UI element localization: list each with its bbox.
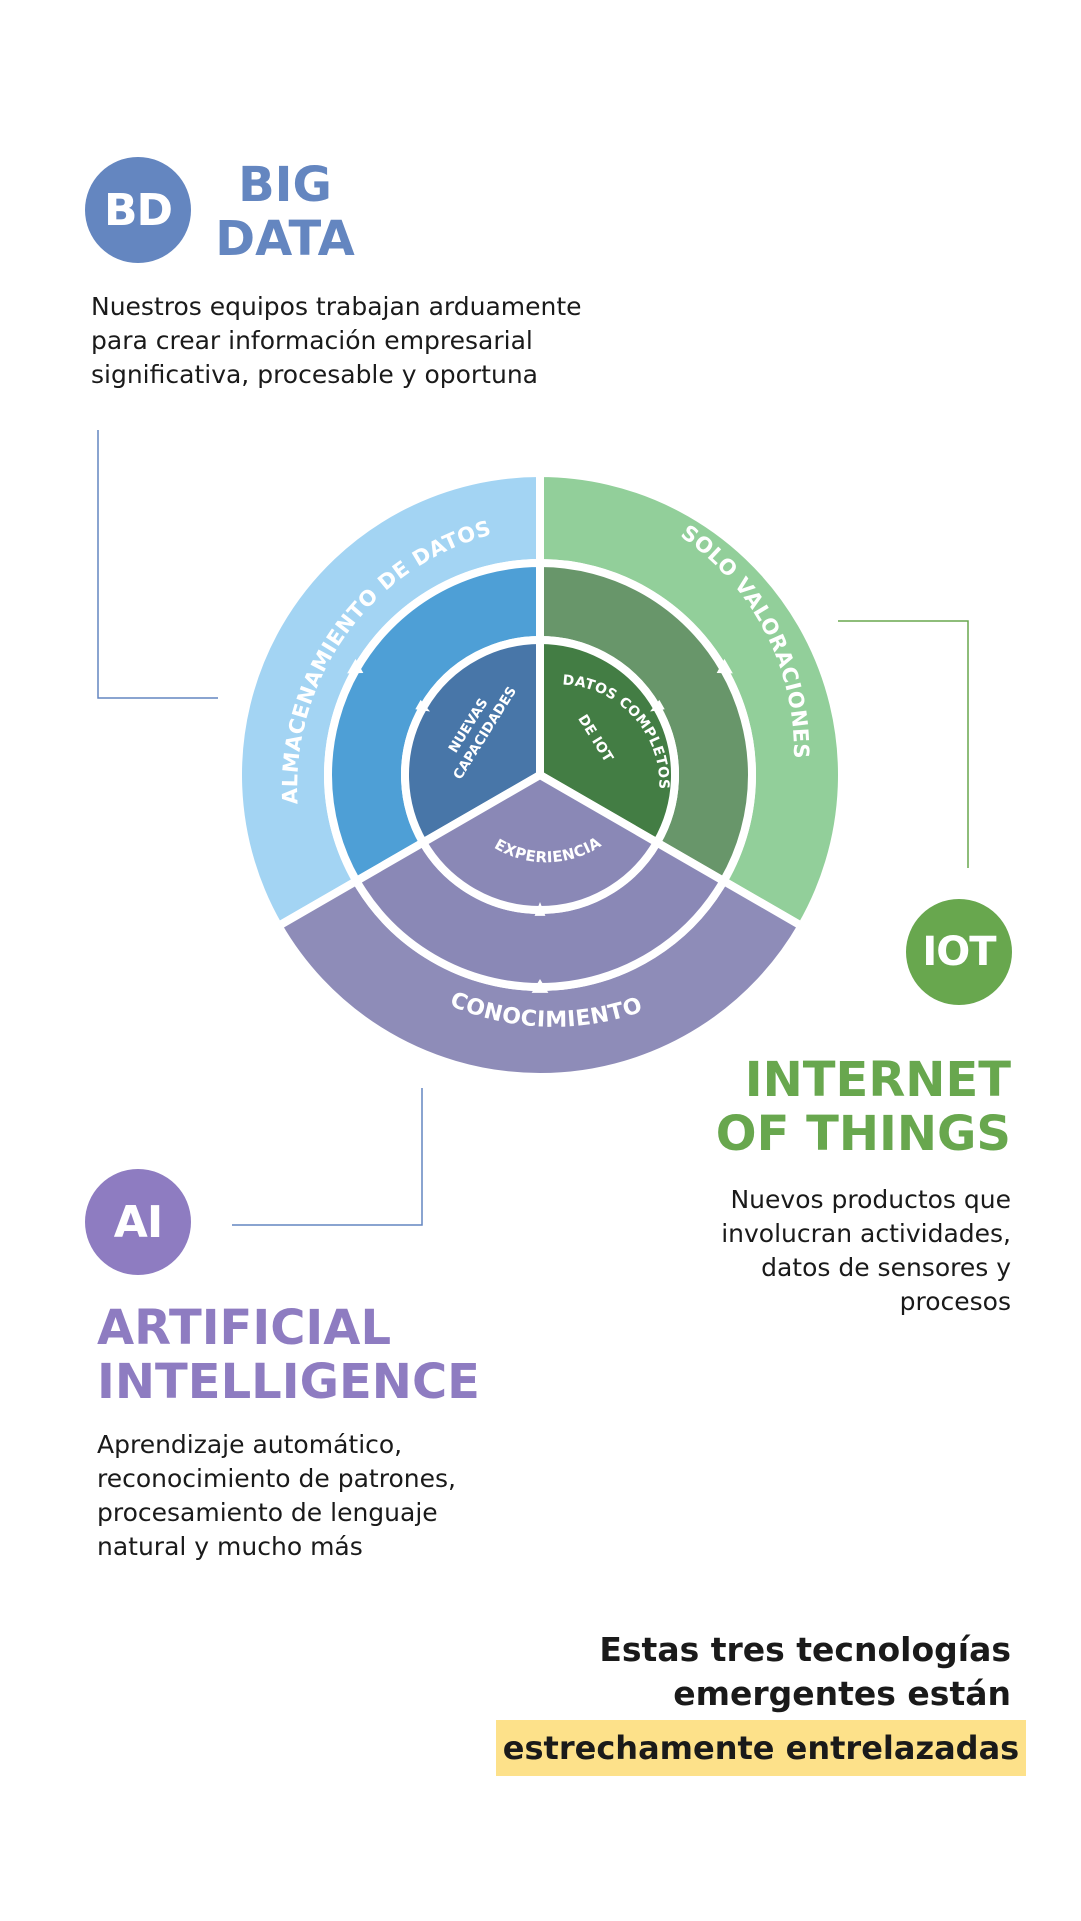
iot-title-line-2: OF THINGS (715, 1106, 1011, 1162)
big-data-leader-line (97, 430, 218, 699)
iot-description-line-1: Nuevos productos que (730, 1185, 1011, 1214)
diagram-shapes (234, 468, 846, 1081)
conclusion-highlight: estrechamente entrelazadas (496, 1720, 1026, 1776)
iot-title: INTERNET OF THINGS (716, 1053, 1011, 1161)
arrow-notch-left (347, 658, 364, 674)
big-data-description-line-2: para crear información empresarial (91, 326, 533, 355)
ai-description-line-4: natural y mucho más (97, 1532, 363, 1561)
conclusion-text: Estas tres tecnologías emergentes están (599, 1628, 1011, 1716)
iot-description-line-4: procesos (899, 1287, 1011, 1316)
big-data-description-line-1: Nuestros equipos trabajan arduamente (91, 292, 582, 321)
iot-leader-line (838, 620, 969, 868)
ai-description: Aprendizaje automático, reconocimiento d… (97, 1428, 456, 1564)
big-data-title-line-1: BIG (238, 157, 332, 213)
iot-description-line-2: involucran actividades, (721, 1219, 1011, 1248)
ai-description-line-3: procesamiento de lenguaje (97, 1498, 438, 1527)
iot-description-line-3: datos de sensores y (761, 1253, 1011, 1282)
big-data-description-line-3: significativa, procesable y oportuna (91, 360, 538, 389)
arrow-notch-right (716, 658, 733, 674)
ai-title-line-1: ARTIFICIAL (97, 1300, 392, 1356)
arrow-notch-core-left (415, 699, 431, 712)
big-data-title-line-2: DATA (215, 211, 355, 267)
arrow-notch-core-right (649, 699, 665, 712)
conclusion-line-1: Estas tres tecnologías (599, 1630, 1011, 1669)
big-data-badge: BD (85, 157, 191, 263)
iot-title-line-1: INTERNET (744, 1052, 1011, 1108)
conclusion-line-2: emergentes están (673, 1674, 1011, 1713)
big-data-description: Nuestros equipos trabajan arduamente par… (91, 290, 582, 392)
ai-title: ARTIFICIAL INTELLIGENCE (97, 1301, 480, 1409)
ai-description-line-1: Aprendizaje automático, (97, 1430, 403, 1459)
ai-title-line-2: INTELLIGENCE (97, 1354, 480, 1410)
arrow-notch-core-bottom (534, 902, 546, 916)
big-data-title: BIG DATA (215, 158, 355, 266)
ai-leader-line (232, 1088, 423, 1226)
ai-badge: AI (85, 1169, 191, 1275)
iot-badge: IOT (906, 899, 1012, 1005)
ai-description-line-2: reconocimiento de patrones, (97, 1464, 456, 1493)
iot-description: Nuevos productos que involucran activida… (721, 1183, 1011, 1319)
arrow-notch-bottom (531, 979, 549, 993)
